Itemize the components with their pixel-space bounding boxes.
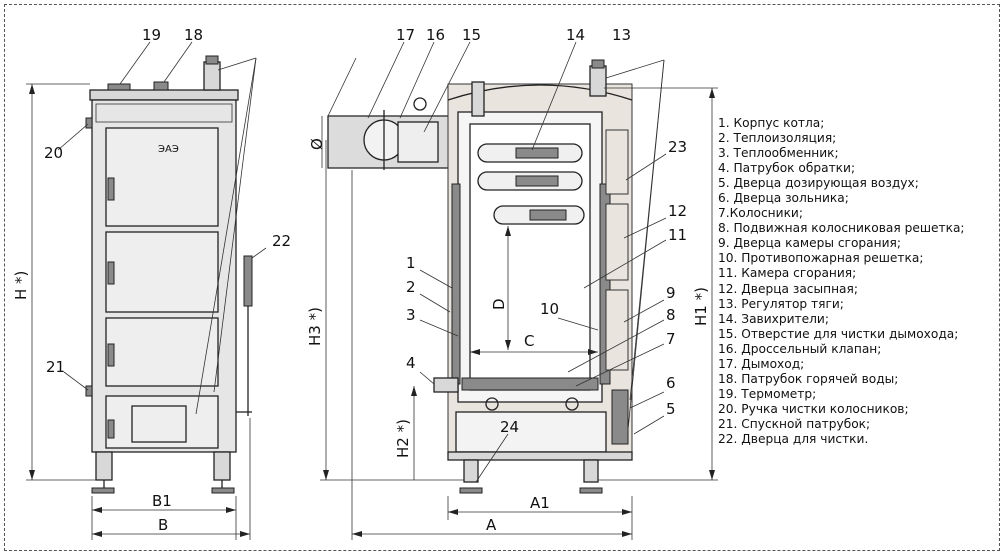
label-4: 4 [406,354,416,372]
draft-regulator-front [203,61,221,91]
section-foot [579,487,603,494]
label-24: 24 [500,418,519,436]
drawing-frame [4,4,1000,551]
legend-item: 15. Отверстие для чистки дымохода; [718,326,959,341]
section-view: D C 17 16 15 14 13 23 12 11 1 [306,26,718,540]
legend-item: 2. Теплоизоляция; [718,131,837,146]
legend-item: 21. Спускной патрубок; [718,416,871,431]
cleaning-handle-20 [85,117,93,129]
label-20: 20 [44,144,63,162]
loading-door-12 [605,129,629,195]
legend-item: 17. Дымоход; [718,356,805,371]
legend-item: 1. Корпус котла; [718,116,825,130]
parts-legend: 1. Корпус котла;2. Теплоизоляция;3. Тепл… [718,116,1004,447]
label-13: 13 [612,26,631,44]
drain-pipe-21 [85,385,93,397]
legend-item: 10. Противопожарная решетка; [718,251,924,266]
label-12: 12 [668,202,687,220]
legend-item: 4. Патрубок обратки; [718,161,856,176]
front-view: ЭАЭ 19 18 20 22 21 H *) [12,26,291,540]
dim-h2-label: H2 *) [394,419,412,458]
label-2: 2 [406,278,416,296]
legend-item: 19. Термометр; [718,386,817,401]
dim-diameter-label: Ø [308,138,326,150]
logo-text: ЭАЭ [158,144,179,155]
legend-item: 18. Патрубок горячей воды; [718,371,899,386]
front-door-upper [105,127,219,227]
hot-water-pipe-18 [153,81,169,91]
label-3: 3 [406,306,416,324]
label-10: 10 [540,300,559,318]
legend-item: 8. Подвижная колосниковая решетка; [718,221,965,236]
combustion-chamber-11 [469,123,591,391]
front-foot [211,487,235,494]
dim-h3-label: H3 *) [306,307,324,346]
legend-item: 16. Дроссельный клапан; [718,341,882,356]
dim-h-label: H *) [12,271,30,300]
legend-item: 13. Регулятор тяги; [718,296,844,311]
dim-c-label: C [524,332,534,350]
legend-item: 20. Ручка чистки колосников; [718,401,909,416]
door-handle-icon [107,261,115,285]
label-6: 6 [666,374,676,392]
label-21: 21 [46,358,65,376]
legend-item: 9. Дверца камеры сгорания; [718,236,901,251]
door-handle-icon [107,419,115,439]
legend-item: 11. Камера сгорания; [718,266,857,281]
label-22: 22 [272,232,291,250]
label-23: 23 [668,138,687,156]
combustion-door-9 [605,289,629,371]
boiler-casing-1 [451,183,461,385]
front-ash-door [105,395,219,449]
label-7: 7 [666,330,676,348]
legend-item: 5. Дверца дозирующая воздух; [718,176,919,191]
legend-item: 6. Дверца зольника; [718,191,849,206]
draft-regulator-13 [589,65,607,97]
dim-b-label: B [158,516,168,534]
dim-d-label: D [490,298,508,310]
front-foot [91,487,115,494]
label-16: 16 [426,26,445,44]
door-handle-icon [107,343,115,367]
dim-a-label: A [486,516,497,534]
ash-door-6 [611,389,629,445]
cleaning-hole-15 [397,121,439,163]
section-foot [459,487,483,494]
dim-b1-label: B1 [152,492,172,510]
label-11: 11 [668,226,687,244]
legend-item: 3. Теплообменник; [718,146,839,161]
label-18: 18 [184,26,203,44]
label-17: 17 [396,26,415,44]
label-15: 15 [462,26,481,44]
legend-item: 14. Завихрители; [718,311,829,326]
legend-item: 12. Дверца засыпная; [718,281,858,296]
label-9: 9 [666,284,676,302]
front-door-lower [105,317,219,387]
label-8: 8 [666,306,676,324]
front-top-panel [89,89,239,101]
label-1: 1 [406,254,416,272]
front-door-middle [105,231,219,313]
dim-h1-label: H1 *) [692,287,710,326]
legend-item: 22. Дверца для чистки. [718,431,869,446]
legend-item: 7.Колосники; [718,206,803,221]
label-14: 14 [566,26,585,44]
return-pipe-4 [433,377,459,393]
grate-7 [461,377,599,391]
label-19: 19 [142,26,161,44]
dim-a1-label: A1 [530,494,550,512]
label-5: 5 [666,400,676,418]
door-handle-icon [107,177,115,201]
cleaning-door-handle-22 [243,255,253,307]
thermometer-19 [107,83,131,91]
